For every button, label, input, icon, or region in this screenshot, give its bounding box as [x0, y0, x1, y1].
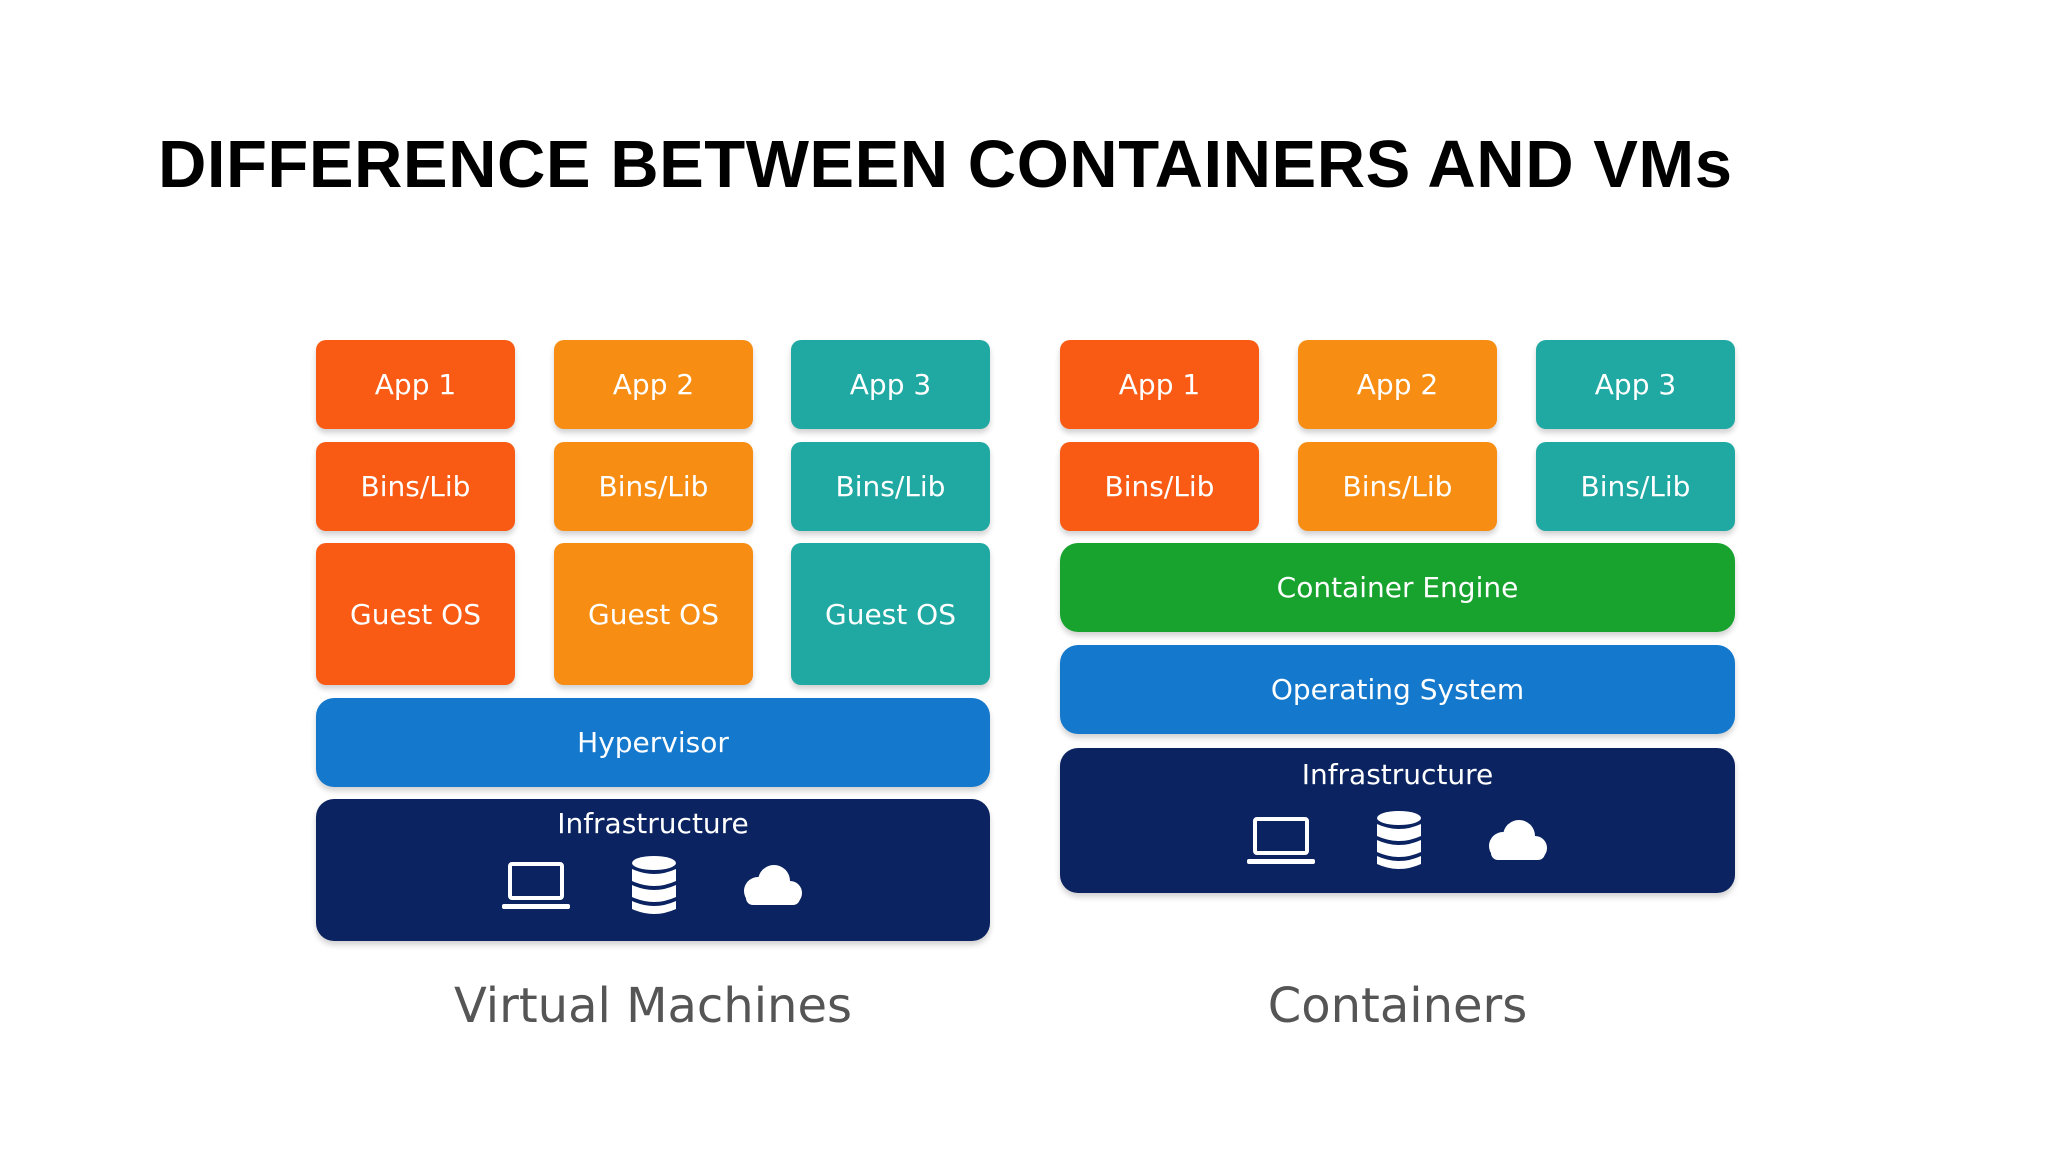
containers-caption: Containers [1267, 978, 1528, 1034]
container-operating-system: Operating System [1060, 645, 1735, 734]
vm-infrastructure: Infrastructure [316, 799, 990, 941]
container-bins-lib-2: Bins/Lib [1298, 442, 1497, 531]
container-engine: Container Engine [1060, 543, 1735, 632]
container-app-1: App 1 [1060, 340, 1259, 429]
vm-guest-os-3: Guest OS [791, 543, 990, 685]
container-infrastructure-label: Infrastructure [1301, 758, 1494, 791]
database-icon [630, 855, 678, 924]
cloud-icon [736, 863, 806, 916]
vm-guest-os-1: Guest OS [316, 543, 515, 685]
vm-bins-lib-3: Bins/Lib [791, 442, 990, 531]
vm-app-1: App 1 [316, 340, 515, 429]
laptop-icon [1245, 815, 1317, 874]
container-app-3: App 3 [1536, 340, 1735, 429]
container-infrastructure: Infrastructure [1060, 748, 1735, 893]
laptop-icon [500, 860, 572, 919]
container-app-2: App 2 [1298, 340, 1497, 429]
database-icon [1375, 810, 1423, 879]
cloud-icon [1481, 818, 1551, 871]
container-bins-lib-1: Bins/Lib [1060, 442, 1259, 531]
vm-guest-os-2: Guest OS [554, 543, 753, 685]
vm-app-2: App 2 [554, 340, 753, 429]
vm-bins-lib-2: Bins/Lib [554, 442, 753, 531]
container-bins-lib-3: Bins/Lib [1536, 442, 1735, 531]
vm-bins-lib-1: Bins/Lib [316, 442, 515, 531]
page-title: DIFFERENCE BETWEEN CONTAINERS AND VMs [158, 127, 1733, 202]
vm-caption: Virtual Machines [453, 978, 853, 1034]
vm-app-3: App 3 [791, 340, 990, 429]
vm-hypervisor: Hypervisor [316, 698, 990, 787]
vm-infrastructure-label: Infrastructure [557, 807, 749, 840]
